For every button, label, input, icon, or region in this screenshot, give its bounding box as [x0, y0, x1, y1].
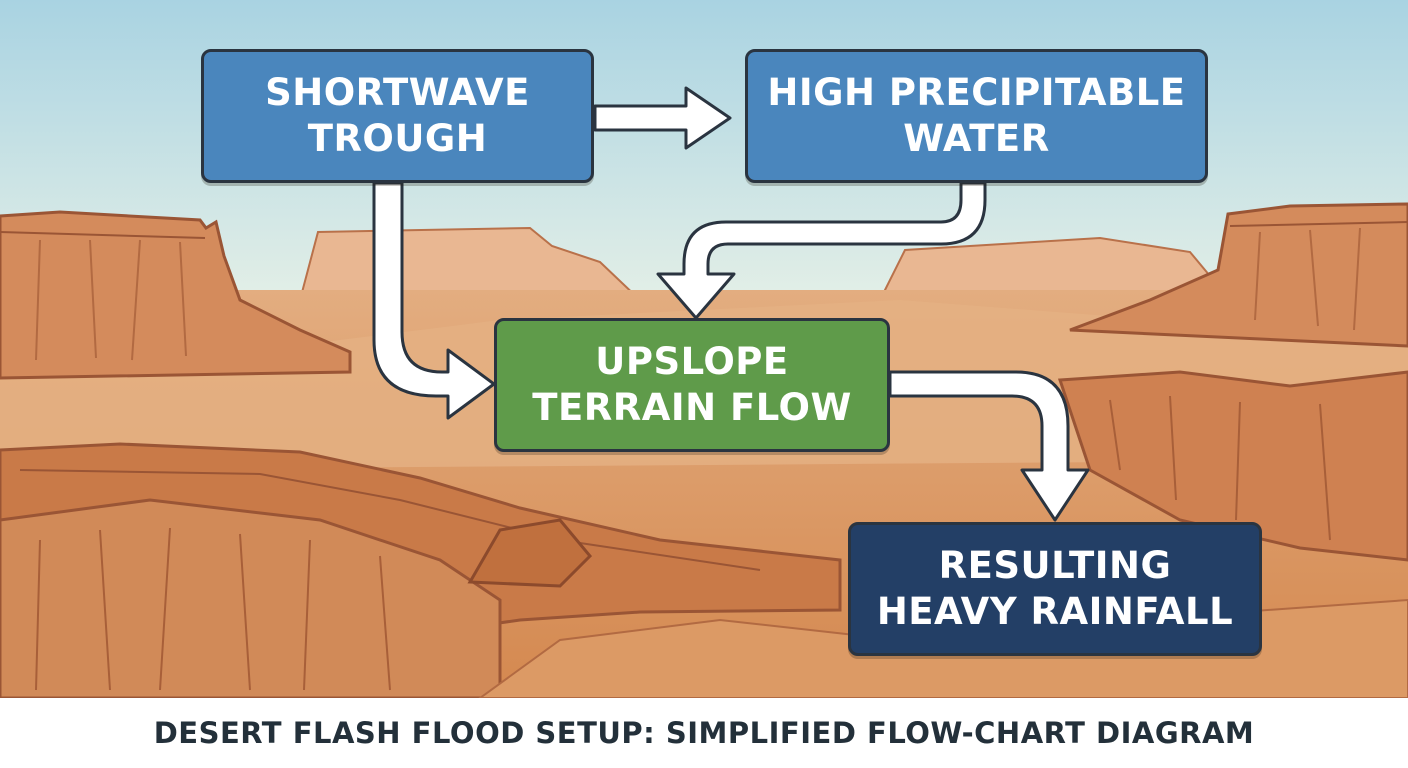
mesa-left: [0, 210, 352, 380]
node-high-precipitable-water: HIGH PRECIPITABLE WATER: [745, 49, 1208, 183]
node-label-line: TERRAIN FLOW: [532, 386, 852, 429]
node-label-line: WATER: [903, 117, 1050, 160]
arrow-trough-to-upslope: [372, 181, 496, 420]
arrow-upslope-to-rainfall: [888, 370, 1090, 522]
arrow-pw-to-upslope: [656, 181, 987, 320]
diagram-caption: DESERT FLASH FLOOD SETUP: SIMPLIFIED FLO…: [0, 698, 1408, 768]
node-label-line: RESULTING: [938, 544, 1172, 587]
mesa-right: [1069, 202, 1408, 348]
rock-outcrop: [467, 518, 593, 588]
arrow-trough-to-pw: [593, 86, 732, 150]
node-label-line: UPSLOPE: [595, 340, 789, 383]
node-label-line: SHORTWAVE: [265, 71, 530, 114]
node-shortwave-trough: SHORTWAVE TROUGH: [201, 49, 594, 183]
node-upslope-terrain-flow: UPSLOPE TERRAIN FLOW: [494, 318, 890, 452]
node-label-line: HIGH PRECIPITABLE: [767, 71, 1186, 114]
node-label-line: TROUGH: [307, 117, 488, 160]
node-label-line: HEAVY RAINFALL: [876, 590, 1234, 633]
node-resulting-heavy-rainfall: RESULTING HEAVY RAINFALL: [848, 522, 1262, 656]
